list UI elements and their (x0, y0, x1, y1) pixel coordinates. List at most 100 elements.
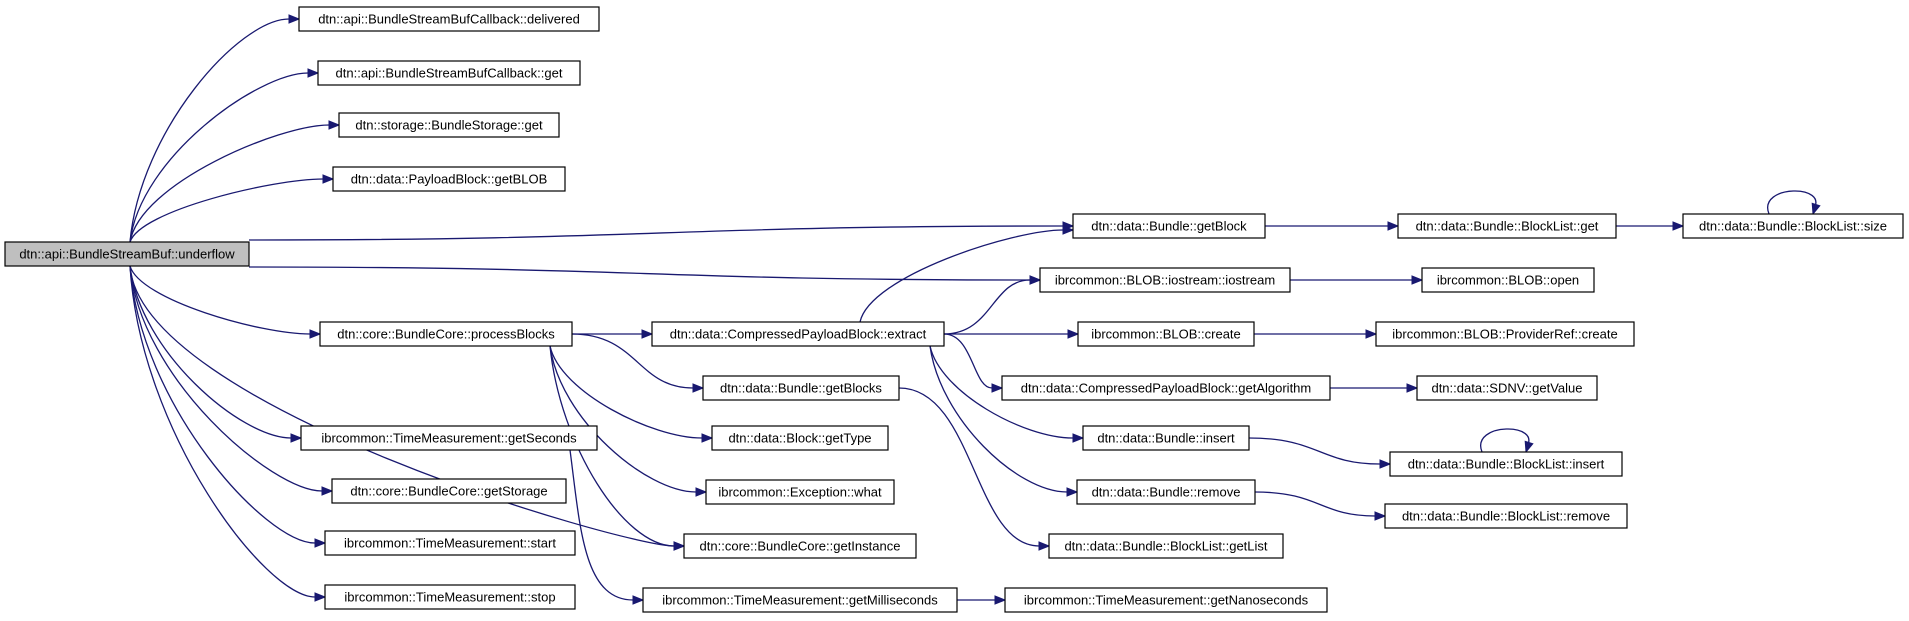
node-label: ibrcommon::TimeMeasurement::getSeconds (321, 431, 577, 446)
node-box[interactable] (324, 530, 576, 556)
graph-node[interactable]: ibrcommon::TimeMeasurement::stop (324, 584, 576, 610)
edge-n0-n11 (129, 265, 327, 602)
node-box[interactable] (331, 478, 567, 504)
node-box[interactable] (1421, 267, 1595, 293)
node-box[interactable] (705, 479, 895, 505)
edge-n15-n23 (929, 345, 1079, 497)
edge-n0-n7 (129, 265, 322, 339)
graph-node[interactable]: dtn::data::CompressedPayloadBlock::getAl… (1001, 375, 1331, 401)
node-box[interactable] (1004, 587, 1328, 613)
graph-node[interactable]: ibrcommon::BLOB::ProviderRef::create (1375, 321, 1635, 347)
graph-node[interactable]: dtn::storage::BundleStorage::get (338, 112, 560, 138)
graph-node[interactable]: ibrcommon::Exception::what (705, 479, 895, 505)
edge-arrowhead (288, 14, 301, 24)
node-box[interactable] (300, 425, 598, 451)
edge-n22-n26 (1248, 437, 1392, 469)
edge-line (1248, 437, 1381, 465)
graph-node[interactable]: dtn::data::Bundle::BlockList::insert (1389, 451, 1623, 477)
graph-node[interactable]: dtn::data::Bundle::BlockList::getList (1048, 533, 1284, 559)
node-box[interactable] (324, 584, 576, 610)
node-box[interactable] (683, 533, 917, 559)
edge-n0-n1 (129, 14, 301, 243)
node-box[interactable] (711, 425, 889, 451)
node-box[interactable] (1077, 321, 1255, 347)
node-box[interactable] (1001, 375, 1331, 401)
node-label: dtn::api::BundleStreamBuf::underflow (19, 247, 235, 262)
graph-node[interactable]: ibrcommon::BLOB::open (1421, 267, 1595, 293)
edge-n7-n17 (549, 345, 714, 443)
node-box[interactable] (1072, 213, 1266, 239)
node-box[interactable] (1416, 375, 1598, 401)
edge-line (943, 279, 1031, 335)
graph-node[interactable]: dtn::core::BundleCore::getStorage (331, 478, 567, 504)
node-label: dtn::core::BundleCore::processBlocks (337, 327, 555, 342)
graph-node[interactable]: ibrcommon::TimeMeasurement::getSeconds (300, 425, 598, 451)
node-box[interactable] (651, 321, 945, 347)
node-box[interactable] (332, 166, 566, 192)
graph-node[interactable]: dtn::data::Bundle::insert (1082, 425, 1250, 451)
root-node[interactable]: dtn::api::BundleStreamBuf::underflow (4, 241, 250, 267)
node-box[interactable] (1048, 533, 1284, 559)
node-box[interactable] (4, 241, 250, 267)
node-label: dtn::data::SDNV::getValue (1431, 381, 1582, 396)
edge-arrowhead (692, 383, 705, 393)
graph-node[interactable]: ibrcommon::BLOB::create (1077, 321, 1255, 347)
node-box[interactable] (1082, 425, 1250, 451)
edge-arrowhead (994, 595, 1007, 605)
node-box[interactable] (1389, 451, 1623, 477)
graph-node[interactable]: ibrcommon::TimeMeasurement::getNanosecon… (1004, 587, 1328, 613)
edge-arrowhead (290, 433, 303, 443)
node-label: dtn::data::Bundle::remove (1092, 485, 1241, 500)
graph-node[interactable]: dtn::core::BundleCore::getInstance (683, 533, 917, 559)
edge-arrowhead (1411, 275, 1424, 285)
graph-node[interactable]: dtn::data::Bundle::BlockList::size (1682, 213, 1904, 239)
node-box[interactable] (338, 112, 560, 138)
edge-n6-n14 (1290, 275, 1424, 285)
edge-arrowhead (1067, 329, 1080, 339)
graph-node[interactable]: dtn::data::Block::getType (711, 425, 889, 451)
node-label: dtn::api::BundleStreamBufCallback::get (336, 66, 563, 81)
edge-arrowhead (1387, 221, 1400, 231)
graph-node[interactable]: dtn::data::Bundle::BlockList::remove (1384, 503, 1628, 529)
node-box[interactable] (1375, 321, 1635, 347)
graph-node[interactable]: ibrcommon::TimeMeasurement::getMilliseco… (642, 587, 958, 613)
node-box[interactable] (1076, 479, 1256, 505)
graph-node[interactable]: dtn::data::PayloadBlock::getBLOB (332, 166, 566, 192)
edge-n15-n6 (943, 275, 1042, 335)
edge-line (129, 265, 316, 598)
node-label: dtn::data::Bundle::BlockList::get (1416, 219, 1599, 234)
edge-line (1254, 491, 1376, 517)
edge-n0-n10 (129, 265, 327, 548)
node-box[interactable] (702, 375, 900, 401)
graph-node[interactable]: dtn::data::Bundle::remove (1076, 479, 1256, 505)
graph-node[interactable]: dtn::data::SDNV::getValue (1416, 375, 1598, 401)
edge-n20-n24 (1254, 329, 1378, 339)
edge-n23-n27 (1254, 491, 1387, 521)
node-box[interactable] (1384, 503, 1628, 529)
node-label: ibrcommon::BLOB::open (1437, 273, 1579, 288)
graph-node[interactable]: dtn::data::CompressedPayloadBlock::extra… (651, 321, 945, 347)
edge-n29-n30 (956, 595, 1007, 605)
graph-node[interactable]: ibrcommon::BLOB::iostream::iostream (1039, 267, 1291, 293)
edge-n0-n3 (129, 120, 341, 243)
edge-n15-n20 (944, 329, 1080, 339)
graph-node[interactable]: dtn::core::BundleCore::processBlocks (319, 321, 573, 347)
graph-node[interactable]: dtn::data::Bundle::BlockList::get (1397, 213, 1617, 239)
graph-node[interactable]: dtn::api::BundleStreamBufCallback::get (317, 60, 581, 86)
graph-node[interactable]: ibrcommon::TimeMeasurement::start (324, 530, 576, 556)
node-box[interactable] (642, 587, 958, 613)
node-box[interactable] (1039, 267, 1291, 293)
node-box[interactable] (319, 321, 573, 347)
graph-node[interactable]: dtn::data::Bundle::getBlocks (702, 375, 900, 401)
node-box[interactable] (1397, 213, 1617, 239)
edge-n21-n25 (1329, 383, 1419, 393)
edge-arrowhead (328, 120, 341, 130)
node-box[interactable] (1682, 213, 1904, 239)
edge-line (859, 229, 1064, 323)
edge-arrowhead (1379, 459, 1392, 469)
edge-arrowhead (1811, 202, 1821, 216)
node-box[interactable] (298, 6, 600, 32)
node-box[interactable] (317, 60, 581, 86)
graph-node[interactable]: dtn::api::BundleStreamBufCallback::deliv… (298, 6, 600, 32)
graph-node[interactable]: dtn::data::Bundle::getBlock (1072, 213, 1266, 239)
